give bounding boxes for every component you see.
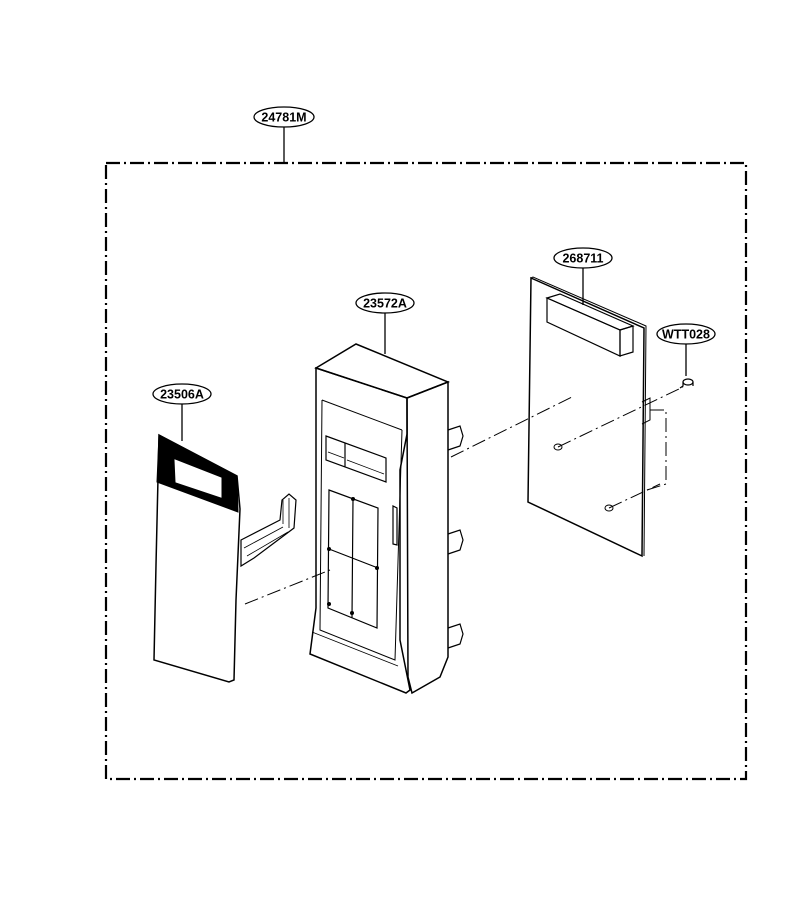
- callout-pcb-label: 268711: [562, 252, 603, 266]
- control-panel-frame: [309, 343, 464, 695]
- callout-assembly[interactable]: 24781M: [253, 106, 315, 163]
- callout-screw[interactable]: WTT028: [656, 323, 716, 376]
- assembly-boundary: [104, 161, 748, 781]
- callout-frame-label: 23572A: [363, 297, 407, 311]
- callout-membrane[interactable]: 23506A: [152, 383, 212, 441]
- callout-membrane-label: 23506A: [160, 388, 204, 402]
- alignment-lines: [244, 386, 684, 605]
- callout-pcb[interactable]: 268711: [553, 247, 613, 305]
- callout-screw-label: WTT028: [662, 328, 710, 342]
- screw-part: [679, 378, 694, 389]
- membrane-keypad: [153, 433, 297, 683]
- keypad-display-window: [174, 459, 222, 498]
- pcb-board: [527, 276, 651, 558]
- callout-assembly-label: 24781M: [261, 111, 306, 125]
- callout-frame[interactable]: 23572A: [355, 292, 415, 354]
